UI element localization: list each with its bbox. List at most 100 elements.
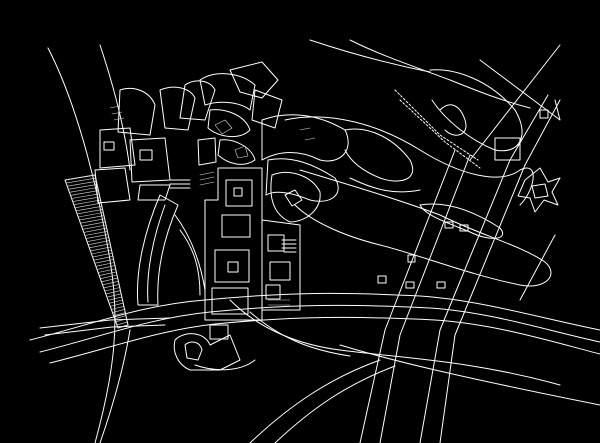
north-lagoon — [430, 70, 522, 151]
hatch-line — [69, 188, 97, 193]
bridge-lines — [360, 45, 560, 443]
hatch-line — [108, 297, 122, 300]
hatch-line — [73, 197, 100, 202]
east-fish-inner — [285, 190, 302, 206]
detail-scribble-4 — [110, 106, 124, 120]
highway-curve-outer — [30, 293, 600, 340]
hatch-line — [104, 284, 120, 288]
hatch-line — [116, 319, 127, 322]
hatch-line — [81, 219, 105, 223]
hatch-line — [88, 241, 109, 245]
hatch-line — [67, 181, 96, 186]
ne-small-box-1 — [540, 110, 548, 118]
hatch-line — [95, 259, 114, 263]
east-gallery-tail — [350, 178, 420, 192]
pavilion-2 — [406, 282, 414, 288]
northeast-structures — [395, 60, 560, 231]
east-curve-gallery-1 — [262, 115, 348, 161]
gallery-inner-mark-2 — [228, 262, 238, 272]
hatch-line — [76, 206, 102, 211]
east-curve-gallery-3 — [345, 129, 413, 181]
bridge-line-3 — [420, 95, 548, 443]
road-network — [30, 293, 600, 443]
hatch-line — [87, 238, 109, 242]
west-embankment — [48, 45, 130, 443]
hatch-line — [114, 313, 126, 316]
south-wing-room-2 — [270, 262, 290, 280]
atrium-petal-2 — [218, 140, 255, 165]
hatch-line — [77, 209, 103, 214]
gallery-spine-outline — [205, 168, 262, 320]
hatch-line — [79, 216, 104, 221]
ramp-tower-inner — [148, 205, 165, 302]
west-block-5 — [138, 185, 170, 200]
hatch-line — [97, 266, 115, 270]
hatch-line — [90, 247, 110, 251]
pavilion-1 — [378, 276, 386, 283]
river-banks — [285, 40, 551, 286]
detail-scribble-2 — [200, 172, 214, 185]
hatch-line — [83, 225, 106, 229]
southwest-spiral — [195, 360, 255, 370]
diagonal-east — [520, 235, 555, 300]
south-wing-stair — [282, 240, 296, 252]
detail-scribble-3 — [268, 300, 290, 305]
ramp-curve — [230, 300, 560, 385]
atrium-petal-1 — [208, 110, 250, 137]
gallery-inner-mark-1 — [234, 188, 242, 196]
hatch-line — [94, 256, 113, 260]
gallery-room-3 — [215, 250, 249, 282]
detail-scribble-5 — [300, 128, 315, 140]
west-lower-curve — [100, 330, 130, 443]
south-wing-room-1 — [268, 235, 284, 251]
hatch-line — [110, 303, 123, 306]
west-detail-1 — [104, 142, 114, 150]
southwest-pavilion-inner — [185, 342, 202, 360]
ne-small-box-2 — [445, 222, 453, 228]
hatch-line — [92, 250, 112, 254]
hatch-line — [115, 316, 126, 319]
highway-curve-inner — [50, 317, 600, 363]
hatch-line — [75, 203, 101, 208]
hatch-line — [78, 213, 103, 218]
hatch-line — [74, 200, 101, 205]
diagonal-north — [470, 45, 560, 160]
gallery-room-4 — [212, 288, 248, 314]
bridge-line-4 — [440, 100, 560, 443]
pavilion-3 — [437, 282, 445, 288]
detail-scribble-1 — [215, 120, 248, 158]
lower-road-a — [40, 318, 170, 328]
hatch-line — [117, 322, 127, 325]
hatch-line — [99, 272, 116, 276]
ne-diagonal-street — [480, 60, 560, 120]
east-fish-shape — [271, 172, 320, 222]
ne-hatched-edge — [395, 90, 478, 160]
atrium-petal-3 — [198, 138, 216, 165]
ne-hatched-edge-2 — [400, 100, 480, 168]
ne-small-box-3 — [460, 225, 468, 231]
west-block-3 — [95, 168, 130, 203]
fine-details — [110, 106, 315, 305]
north-wing-b — [160, 87, 195, 130]
hatch-line — [72, 194, 100, 199]
north-inlet — [440, 105, 466, 135]
lower-road-b — [45, 325, 165, 335]
river-island — [420, 204, 503, 238]
bridge-line-2 — [380, 155, 470, 443]
hatch-line — [101, 278, 117, 282]
bottom-road-b — [275, 366, 395, 443]
hatch-line — [85, 231, 108, 235]
hatch-line — [86, 234, 108, 238]
hatch-line — [113, 309, 125, 312]
west-steps — [170, 180, 190, 188]
hatch-line — [107, 294, 121, 297]
hatch-line — [103, 281, 119, 285]
hatch-line — [111, 306, 124, 309]
east-curve-gallery-2 — [266, 159, 338, 202]
hatch-line — [105, 288, 120, 292]
south-wing-room-3 — [266, 285, 280, 299]
hatch-line — [109, 300, 122, 303]
west-block-2 — [100, 128, 135, 168]
